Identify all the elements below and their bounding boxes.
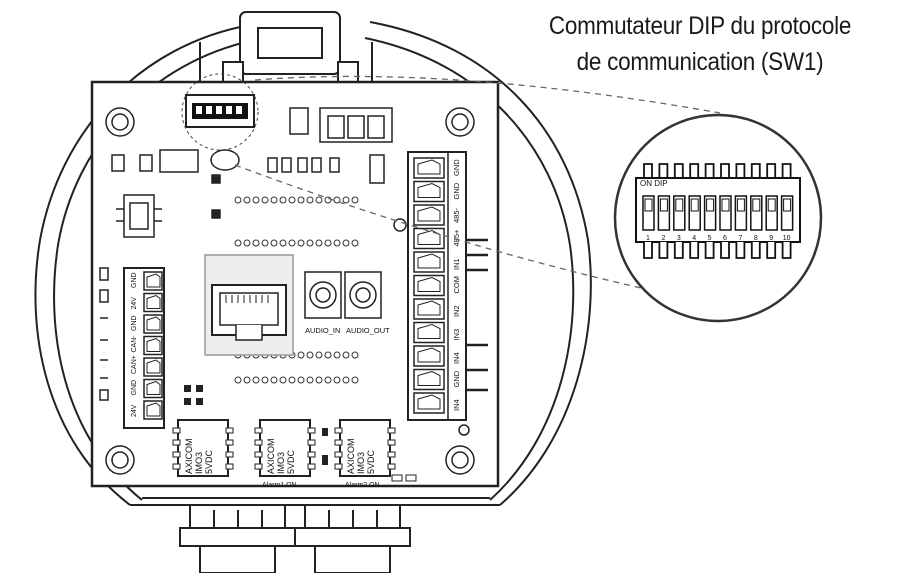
relay-label: AXICOM: [346, 438, 356, 474]
audio-in-label: AUDIO_IN: [305, 326, 340, 335]
dip-toggle: [780, 195, 794, 231]
right-terminal-label: GND: [452, 159, 461, 176]
audio-jacks: [304, 271, 382, 319]
right-terminal-label: IN1: [452, 258, 461, 270]
dip-toggle: [734, 195, 748, 231]
dip-position-number: 7: [738, 235, 742, 242]
right-terminal-label: 485+: [452, 229, 461, 247]
relay-label: IMO3: [276, 452, 286, 474]
dip-pin: [720, 163, 730, 178]
dip-position-number: 10: [783, 235, 791, 242]
dip-position-number: 4: [692, 235, 696, 242]
power-connector: [289, 107, 393, 143]
right-terminal-label: IN3: [452, 329, 461, 341]
dip-toggle: [688, 195, 701, 231]
dip-pin: [643, 163, 653, 178]
dip-pin: [643, 242, 653, 259]
bottom-pads: [391, 474, 417, 482]
dip-position-number: 3: [677, 235, 681, 242]
left-terminal-label: 24V: [131, 404, 138, 417]
dip-position-number: 5: [708, 235, 712, 242]
dip-pin: [720, 242, 730, 259]
cable-glands: [179, 504, 411, 574]
alarm1-label: Alarm1 ON: [262, 482, 297, 489]
left-terminal-label: CAN+: [131, 355, 138, 374]
dip-pin: [689, 242, 700, 259]
callout-line-2: de communication (SW1): [576, 48, 824, 76]
dip-toggle: [657, 195, 671, 231]
left-terminal-label: GND: [131, 315, 138, 331]
dip-position-number: 6: [723, 235, 727, 242]
relay-label: AXICOM: [184, 438, 194, 474]
dip-toggle: [673, 195, 686, 231]
top-clip: [199, 11, 373, 93]
relay-label: 5VDC: [204, 449, 214, 474]
right-terminal-label: IN4: [452, 352, 461, 364]
dip-pin: [781, 163, 792, 178]
right-terminal-label: GND: [452, 182, 461, 199]
right-terminal-label: GND: [452, 370, 461, 387]
relay-label: 5VDC: [366, 449, 376, 474]
relay-label: AXICOM: [266, 438, 276, 474]
dip-toggle: [642, 195, 655, 231]
left-terminal-label: CAN-: [131, 335, 138, 353]
dip-pin: [689, 163, 700, 178]
dip-position-number: 1: [646, 235, 650, 242]
alarm2-label: Alarm2 ON: [345, 482, 380, 489]
right-terminal-label: IN2: [452, 305, 461, 317]
dip-position-number: 9: [769, 235, 773, 242]
dip-pin: [673, 242, 684, 259]
dip-toggle: [703, 195, 717, 231]
callout-caption: Commutateur DIP du protocole de communic…: [520, 8, 880, 80]
dip-switch-zoom-callout: ON DIP 1 2 3 4 5 6 7 8 9 10: [613, 113, 823, 323]
dip-pin: [735, 242, 746, 259]
callout-line-1: Commutateur DIP du protocole: [548, 12, 852, 40]
dip-on-label: ON DIP: [640, 179, 668, 188]
dip-pin: [673, 163, 684, 178]
relay-label: 5VDC: [286, 449, 296, 474]
dip-switch-sw1-on-board: [181, 73, 259, 151]
dip-pin: [766, 163, 777, 178]
dip-pin: [704, 242, 715, 259]
left-terminal-label: GND: [131, 380, 138, 396]
dip-pin: [781, 242, 792, 259]
right-terminal-label: 485-: [452, 207, 461, 223]
rj45-ethernet-jack: [204, 254, 294, 356]
dip-position-number: 8: [754, 235, 758, 242]
dip-toggle: [719, 195, 732, 231]
dip-toggle: [765, 195, 778, 231]
audio-out-label: AUDIO_OUT: [346, 326, 390, 335]
dip-pin: [658, 163, 669, 178]
dip-pin: [704, 163, 715, 178]
left-terminal-label: GND: [131, 272, 138, 288]
right-terminal-block: [407, 151, 488, 436]
left-terminal-label: 24V: [131, 297, 138, 310]
dip-pin: [658, 242, 669, 259]
left-terminal-block: [99, 267, 165, 429]
dip-position-number: 2: [661, 235, 665, 242]
dip-pin: [735, 163, 746, 178]
small-components: [111, 149, 407, 238]
left-terminal-labels: GND 24V GND CAN- CAN+ GND 24V: [131, 272, 138, 417]
right-terminal-label: COM: [452, 276, 461, 294]
lower-small-components: [184, 385, 328, 465]
relay-label: IMO3: [356, 452, 366, 474]
dip-pin: [766, 242, 777, 259]
callout-leader-lines: [234, 75, 721, 291]
right-terminal-label: IN4: [452, 399, 461, 411]
dip-pin: [750, 163, 761, 178]
mounting-holes: [105, 107, 475, 475]
dip-pin: [750, 242, 761, 259]
relay-label: IMO3: [194, 452, 204, 474]
dip-toggle: [750, 195, 763, 231]
